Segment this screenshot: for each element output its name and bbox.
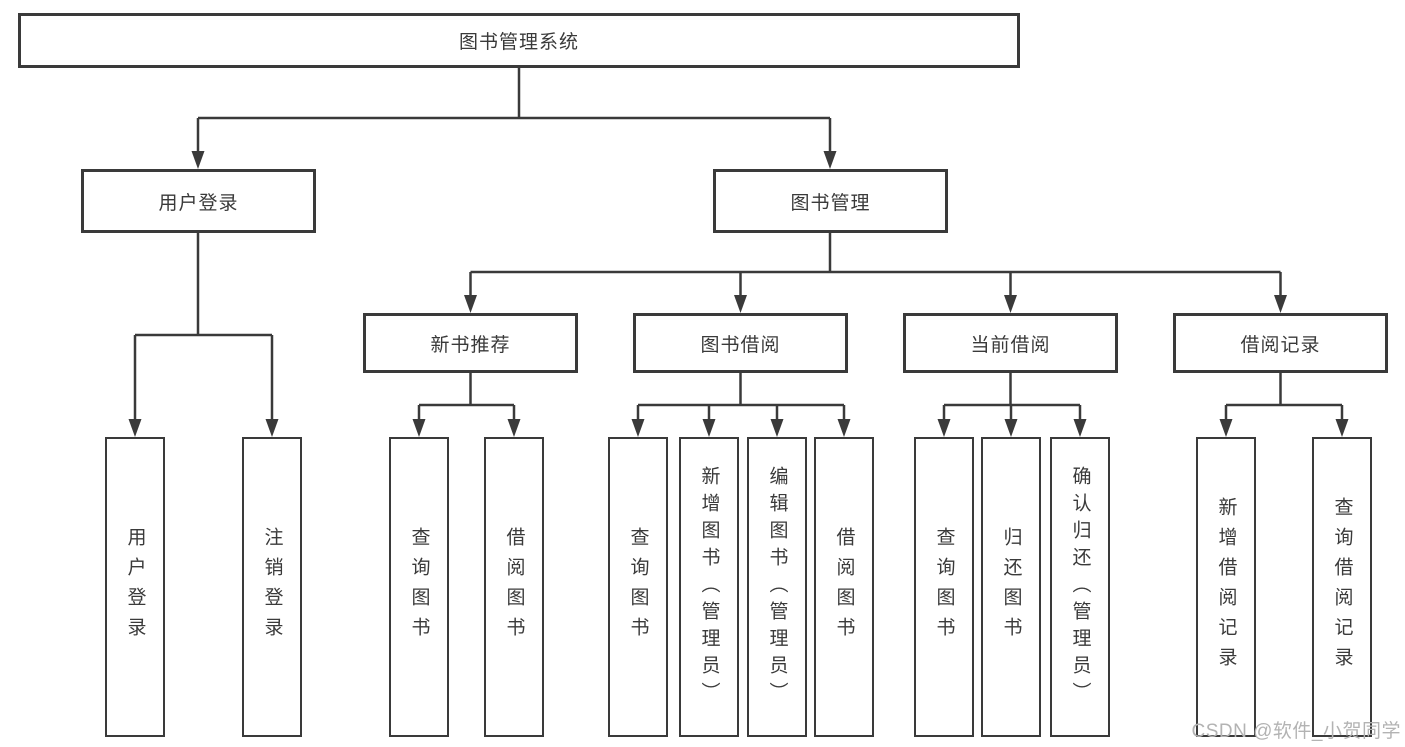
leaf-logout: 注销登录: [242, 437, 302, 737]
leaf-query-borrow-record: 查询借阅记录: [1312, 437, 1372, 737]
leaf-logout-label: 注销登录: [261, 527, 283, 647]
leaf-query-borrow-record-label: 查询借阅记录: [1331, 497, 1353, 677]
leaf-query-books-recommend-label: 查询图书: [408, 527, 430, 647]
leaf-return-book: 归还图书: [981, 437, 1041, 737]
leaf-user-login-label: 用户登录: [124, 527, 146, 647]
leaf-user-login: 用户登录: [105, 437, 165, 737]
node-new-book-recommend: 新书推荐: [363, 313, 578, 373]
leaf-borrow-books-borrowing-label: 借阅图书: [833, 527, 855, 647]
leaf-add-borrow-record-label: 新增借阅记录: [1215, 497, 1237, 677]
leaf-query-books-current: 查询图书: [914, 437, 974, 737]
leaf-add-book-admin: 新增图书（管理员）: [679, 437, 739, 737]
node-root-label: 图书管理系统: [458, 32, 579, 53]
node-current-borrowing: 当前借阅: [903, 313, 1118, 373]
leaf-borrow-books-recommend-label: 借阅图书: [503, 527, 525, 647]
node-book-borrowing: 图书借阅: [633, 313, 848, 373]
leaf-edit-book-admin: 编辑图书（管理员）: [747, 437, 807, 737]
node-book-management-branch: 图书管理: [713, 169, 948, 233]
leaf-return-book-label: 归还图书: [1000, 527, 1022, 647]
node-root: 图书管理系统: [18, 13, 1020, 68]
node-new-book-recommend-label: 新书推荐: [430, 334, 511, 356]
leaf-query-books-current-label: 查询图书: [933, 527, 955, 647]
leaf-edit-book-admin-label: 编辑图书（管理员）: [766, 465, 788, 709]
leaf-borrow-books-recommend: 借阅图书: [484, 437, 544, 737]
node-book-borrowing-label: 图书借阅: [700, 334, 781, 356]
leaf-confirm-return-admin-label: 确认归还（管理员）: [1069, 465, 1091, 709]
leaf-borrow-books-borrowing: 借阅图书: [814, 437, 874, 737]
csdn-watermark: CSDN @软件_小贺同学: [1191, 721, 1401, 742]
node-book-management-label: 图书管理: [790, 192, 871, 214]
node-borrowing-records-label: 借阅记录: [1240, 334, 1321, 356]
node-current-borrowing-label: 当前借阅: [970, 334, 1051, 356]
leaf-query-books-borrowing-label: 查询图书: [627, 527, 649, 647]
node-borrowing-records: 借阅记录: [1173, 313, 1388, 373]
leaf-query-books-borrowing: 查询图书: [608, 437, 668, 737]
leaf-add-book-admin-label: 新增图书（管理员）: [698, 465, 720, 709]
node-user-login-label: 用户登录: [158, 192, 239, 214]
node-user-login-branch: 用户登录: [81, 169, 316, 233]
leaf-confirm-return-admin: 确认归还（管理员）: [1050, 437, 1110, 737]
leaf-query-books-recommend: 查询图书: [389, 437, 449, 737]
leaf-add-borrow-record: 新增借阅记录: [1196, 437, 1256, 737]
